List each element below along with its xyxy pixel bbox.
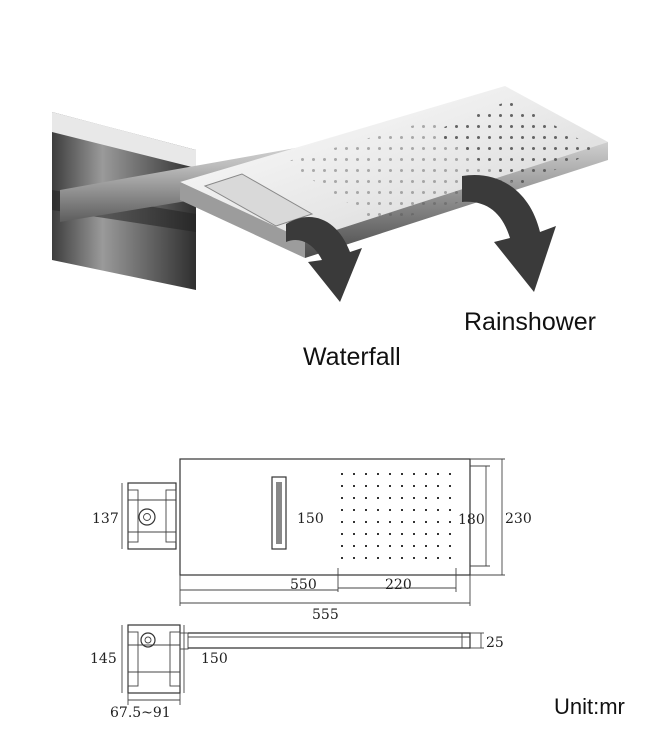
wall-box-top [127, 482, 177, 550]
technical-drawing-top-view: 137 150 180 230 550 220 555 [92, 458, 532, 623]
rainshower-nozzles [432, 100, 598, 186]
dim-150-arm: 150 [201, 651, 228, 667]
dim-145: 145 [90, 651, 117, 667]
valve-icon [138, 508, 156, 526]
rainshower-label: Rainshower [464, 308, 596, 336]
waterfall-arrow-icon [286, 216, 362, 302]
dim-25: 25 [486, 635, 504, 651]
dim-550: 550 [290, 577, 317, 593]
wall-box-side [127, 624, 181, 694]
shower-head-image: Rainshower Waterfall [52, 86, 608, 371]
dim-67-91: 67.5~91 [110, 705, 171, 721]
arm-side-drawing [188, 632, 471, 649]
dim-180: 180 [458, 512, 485, 528]
dim-230: 230 [505, 511, 532, 527]
waterfall-label: Waterfall [303, 343, 401, 371]
dim-150-slot: 150 [297, 511, 324, 527]
rain-area-drawing [338, 466, 456, 568]
dim-220: 220 [385, 577, 412, 593]
waterfall-slot [203, 173, 314, 227]
technical-drawing-side-view: 145 150 25 67.5~91 [90, 624, 504, 721]
unit-label: Unit:mr [554, 694, 625, 719]
waterfall-slot-drawing [271, 476, 287, 550]
dim-555: 555 [312, 607, 339, 623]
plate-outline [179, 458, 471, 576]
rainshower-arrow-icon [462, 174, 556, 292]
dim-137: 137 [92, 511, 119, 527]
